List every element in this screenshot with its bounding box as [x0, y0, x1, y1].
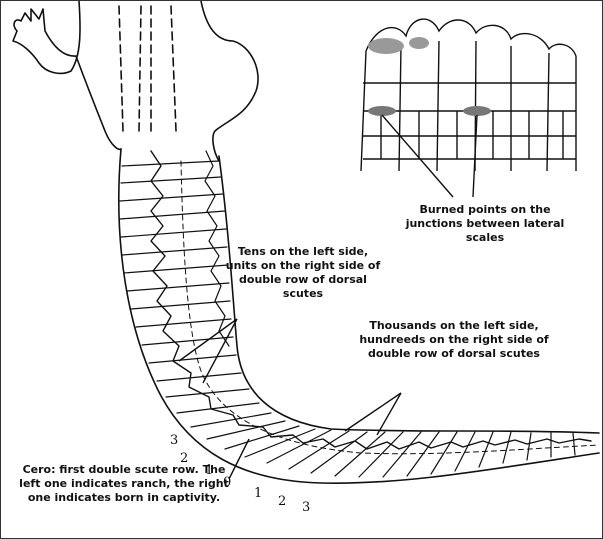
thousands-hundreds-label: Thousands on the left side, hundreeds on…: [339, 319, 569, 361]
tens-units-label: Tens on the left side, units on the righ…: [223, 245, 383, 301]
row-number-right-3: 3: [302, 500, 310, 515]
thousands-hundreds-leader-right: [377, 393, 401, 435]
tens-units-leader-left: [179, 319, 237, 361]
cero-label: Cero: first double scute row. The left o…: [11, 463, 237, 505]
burned-point-marks: [368, 37, 491, 116]
body-left-outline: [13, 1, 121, 149]
row-number-right-1: 1: [254, 486, 262, 501]
burned-points-label: Burned points on the junctions between l…: [393, 203, 577, 245]
body-right-outline: [201, 1, 258, 161]
row-number-zero: 0: [223, 475, 231, 490]
row-number-left-2: 2: [180, 451, 188, 466]
row-number-left-1: 1: [205, 463, 213, 478]
row-number-left-3: 3: [170, 433, 178, 448]
thousands-hundreds-leader-left: [345, 393, 401, 431]
tail-left-outline: [119, 149, 599, 483]
row-number-right-2: 2: [278, 494, 286, 509]
burned-points-leader-left: [382, 115, 453, 197]
